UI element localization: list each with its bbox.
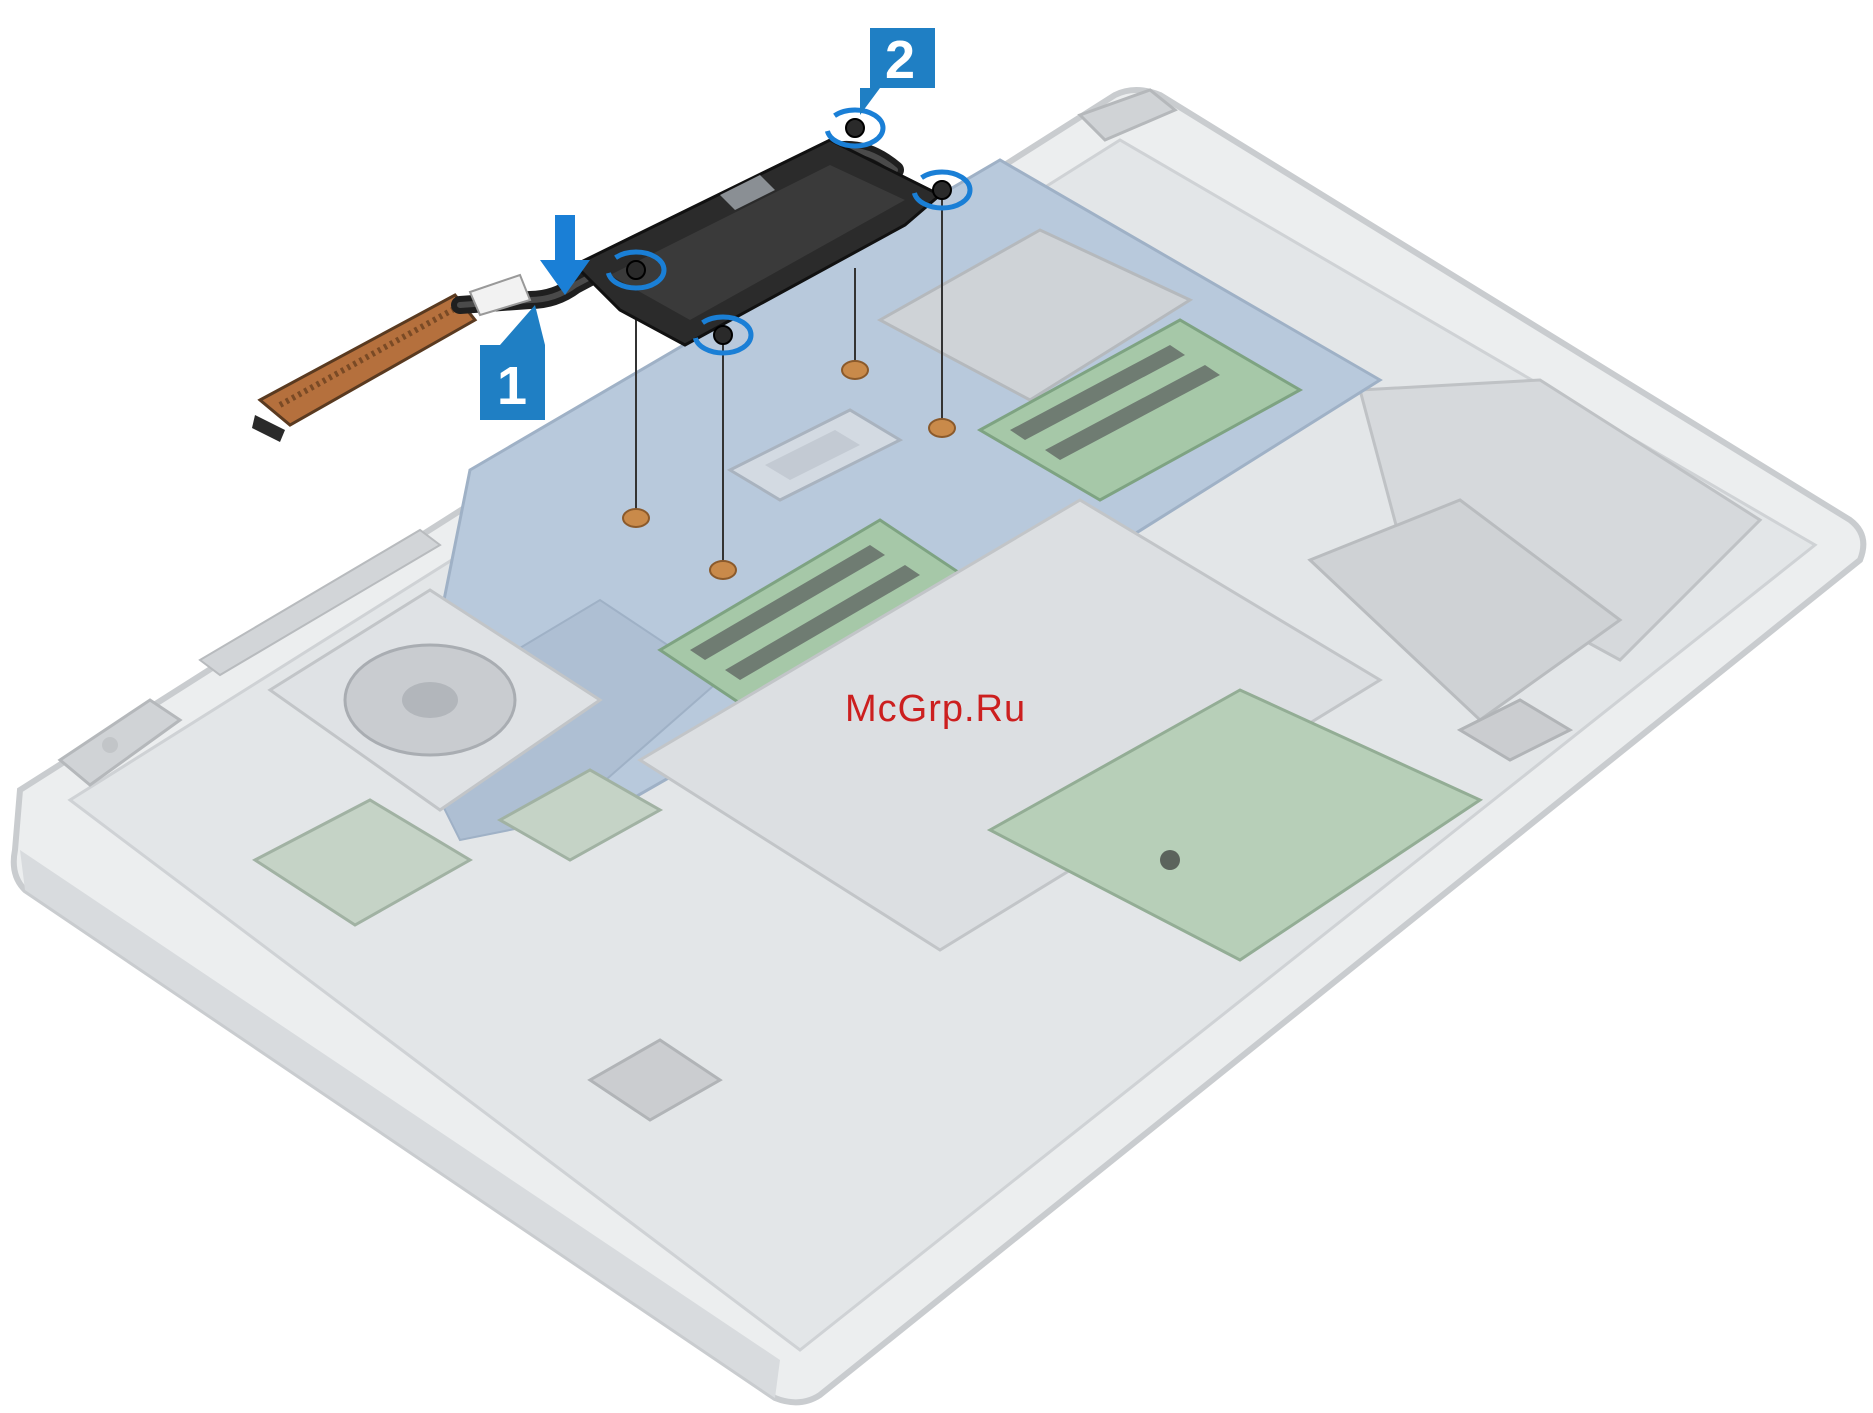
step-number-2: 2 — [885, 30, 915, 90]
step-badge-2: 2 — [860, 28, 935, 115]
watermark-text: McGrp.Ru — [845, 688, 1026, 731]
step-badge-1: 1 — [480, 305, 545, 420]
step-number-1: 1 — [497, 356, 527, 416]
